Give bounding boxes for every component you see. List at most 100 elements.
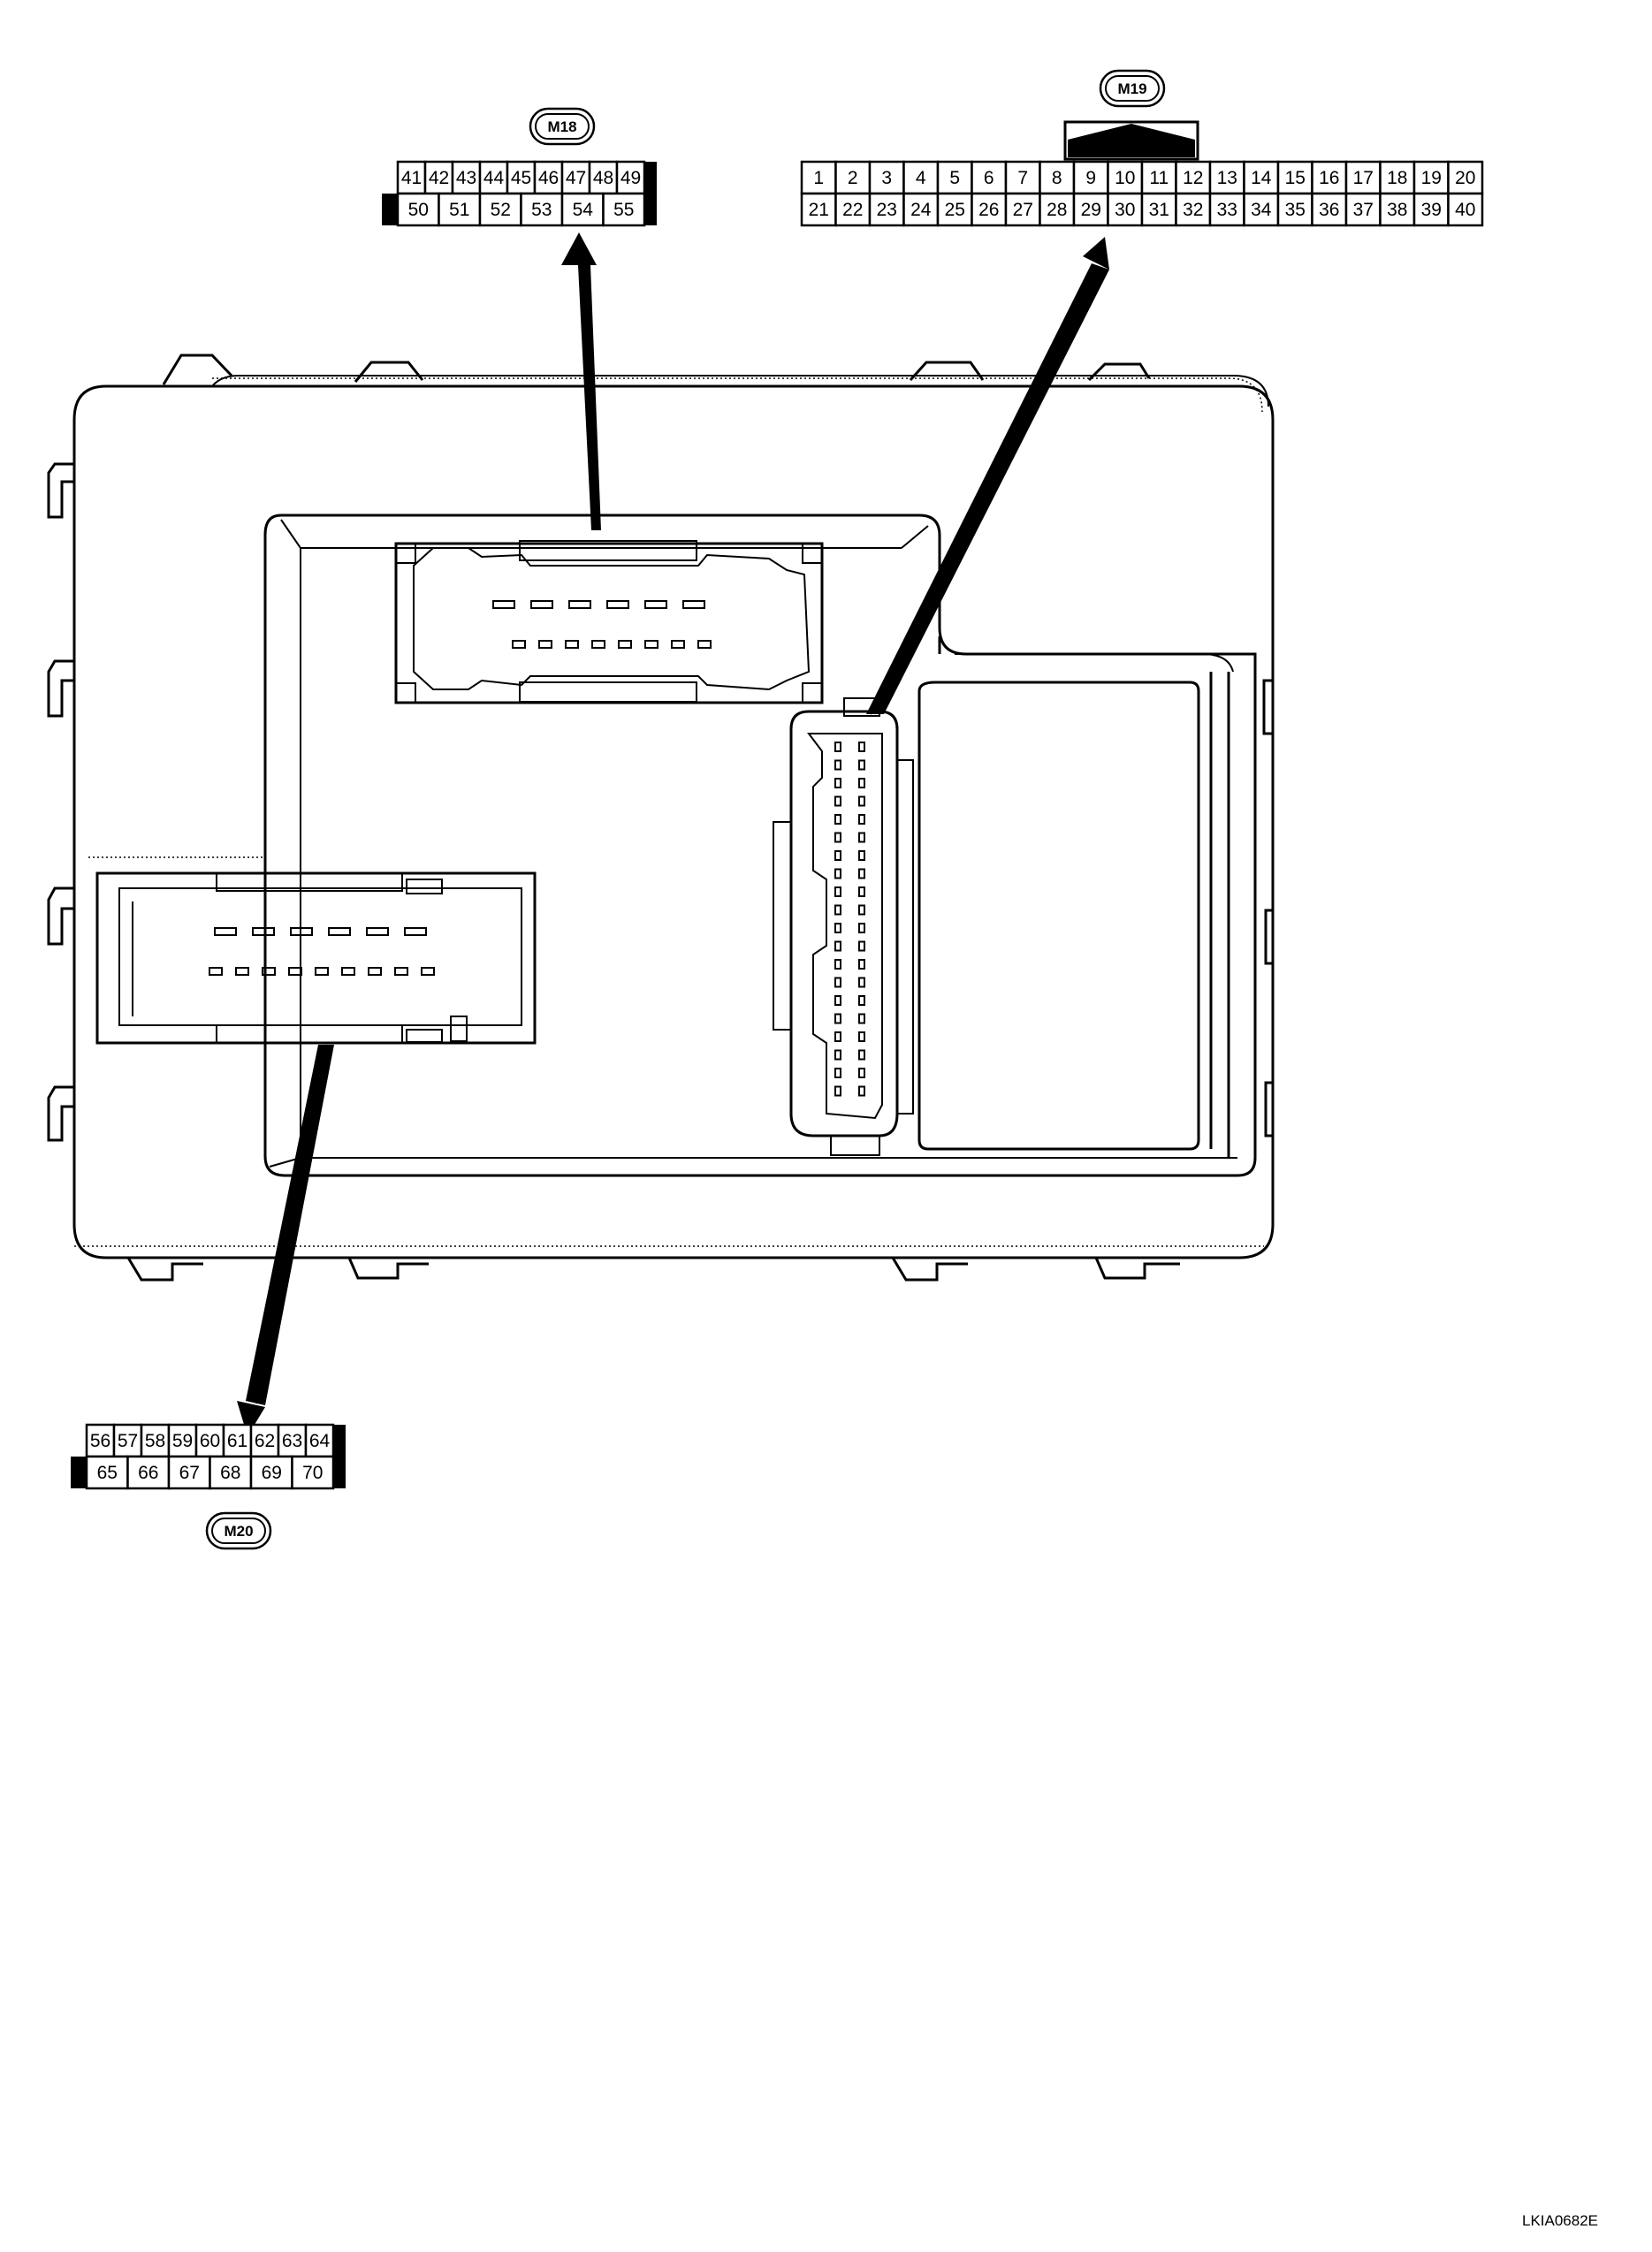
terminal-slot bbox=[858, 868, 865, 879]
pin-number: 15 bbox=[1285, 168, 1306, 188]
terminal-slot bbox=[858, 759, 865, 771]
terminal-slot bbox=[214, 927, 237, 936]
pin-number: 53 bbox=[531, 200, 552, 220]
pin-cell: 62 bbox=[249, 1423, 280, 1458]
m18-arrow bbox=[561, 232, 601, 531]
terminal-slot bbox=[262, 967, 276, 976]
key-bar bbox=[382, 194, 398, 225]
figure-id: LKIA0682E bbox=[1522, 2212, 1598, 2229]
pin-number: 36 bbox=[1319, 200, 1339, 220]
terminal-slot bbox=[235, 967, 249, 976]
pin-number: 18 bbox=[1387, 168, 1407, 188]
terminal-slot bbox=[315, 967, 329, 976]
terminal-slot bbox=[834, 1068, 841, 1078]
terminal-slot bbox=[834, 868, 841, 879]
pin-cell: 27 bbox=[1004, 192, 1041, 227]
pin-number: 63 bbox=[282, 1431, 302, 1451]
terminal-slot bbox=[834, 814, 841, 825]
pin-cell: 35 bbox=[1276, 192, 1313, 227]
pin-cell: 7 bbox=[1004, 160, 1041, 195]
pin-cell: 38 bbox=[1379, 192, 1416, 227]
pin-number: 62 bbox=[255, 1431, 275, 1451]
pin-number: 12 bbox=[1183, 168, 1203, 188]
key-bar bbox=[333, 1457, 346, 1488]
pin-cell: 36 bbox=[1311, 192, 1348, 227]
pin-number: 68 bbox=[220, 1463, 240, 1483]
pin-cell: 42 bbox=[423, 160, 454, 195]
pin-number: 25 bbox=[945, 200, 965, 220]
pin-cell: 61 bbox=[222, 1423, 253, 1458]
pin-cell: 45 bbox=[506, 160, 537, 195]
key-bar bbox=[333, 1425, 346, 1457]
pin-cell: 22 bbox=[834, 192, 872, 227]
terminal-slot bbox=[834, 778, 841, 788]
pin-number: 43 bbox=[456, 168, 476, 188]
pin-cell: 67 bbox=[167, 1455, 211, 1490]
pin-number: 21 bbox=[809, 200, 829, 220]
pin-number: 51 bbox=[449, 200, 469, 220]
terminal-slot bbox=[858, 1085, 865, 1097]
pin-number: 7 bbox=[1017, 168, 1028, 188]
terminal-slot bbox=[858, 778, 865, 788]
pin-number: 67 bbox=[179, 1463, 200, 1483]
terminal-slot bbox=[644, 600, 667, 609]
terminal-slot bbox=[858, 995, 865, 1006]
pin-cell: 10 bbox=[1107, 160, 1144, 195]
pin-cell: 19 bbox=[1412, 160, 1450, 195]
pin-number: 70 bbox=[302, 1463, 323, 1483]
terminal-slot bbox=[697, 640, 712, 649]
pin-cell: 55 bbox=[602, 192, 646, 227]
pin-number: 50 bbox=[408, 200, 429, 220]
terminal-slot bbox=[404, 927, 427, 936]
pin-number: 22 bbox=[842, 200, 863, 220]
terminal-slot bbox=[328, 927, 351, 936]
pin-number: 26 bbox=[978, 200, 999, 220]
pin-cell: 66 bbox=[126, 1455, 171, 1490]
pin-cell: 64 bbox=[304, 1423, 335, 1458]
pin-cell: 43 bbox=[451, 160, 482, 195]
pin-number: 11 bbox=[1149, 168, 1169, 188]
pin-cell: 13 bbox=[1208, 160, 1245, 195]
terminal-slot bbox=[834, 1013, 841, 1024]
key-bar bbox=[644, 162, 657, 194]
pin-cell: 24 bbox=[902, 192, 940, 227]
pin-cell: 8 bbox=[1039, 160, 1076, 195]
pin-number: 17 bbox=[1353, 168, 1374, 188]
pin-cell: 15 bbox=[1276, 160, 1313, 195]
pin-number: 47 bbox=[566, 168, 586, 188]
terminal-slot bbox=[834, 832, 841, 843]
terminal-slot bbox=[252, 927, 275, 936]
m18-housing bbox=[394, 540, 824, 704]
pin-cell: 16 bbox=[1311, 160, 1348, 195]
pin-number: 30 bbox=[1115, 200, 1135, 220]
pin-number: 60 bbox=[200, 1431, 220, 1451]
pin-number: 35 bbox=[1285, 200, 1306, 220]
pin-number: 41 bbox=[401, 168, 422, 188]
pin-number: 49 bbox=[620, 168, 641, 188]
pin-cell: 60 bbox=[194, 1423, 225, 1458]
terminal-slot bbox=[834, 940, 841, 952]
pin-cell: 31 bbox=[1140, 192, 1177, 227]
terminal-slot bbox=[858, 886, 865, 897]
pin-cell: 52 bbox=[478, 192, 522, 227]
pin-cell: 69 bbox=[249, 1455, 293, 1490]
terminal-slot bbox=[834, 1049, 841, 1061]
terminal-slot bbox=[682, 600, 705, 609]
terminal-slot bbox=[512, 640, 526, 649]
terminal-slot bbox=[858, 904, 865, 916]
pin-cell: 53 bbox=[520, 192, 564, 227]
pin-cell: 46 bbox=[533, 160, 564, 195]
terminal-slot bbox=[671, 640, 685, 649]
terminal-slot bbox=[858, 1049, 865, 1061]
pin-number: 64 bbox=[309, 1431, 331, 1451]
terminal-slot bbox=[565, 640, 579, 649]
pin-cell: 6 bbox=[971, 160, 1008, 195]
m20-housing bbox=[95, 871, 537, 1045]
pin-number: 46 bbox=[538, 168, 559, 188]
pin-cell: 25 bbox=[936, 192, 973, 227]
pin-cell: 50 bbox=[396, 192, 440, 227]
pin-number: 57 bbox=[118, 1431, 138, 1451]
pin-cell: 37 bbox=[1344, 192, 1382, 227]
